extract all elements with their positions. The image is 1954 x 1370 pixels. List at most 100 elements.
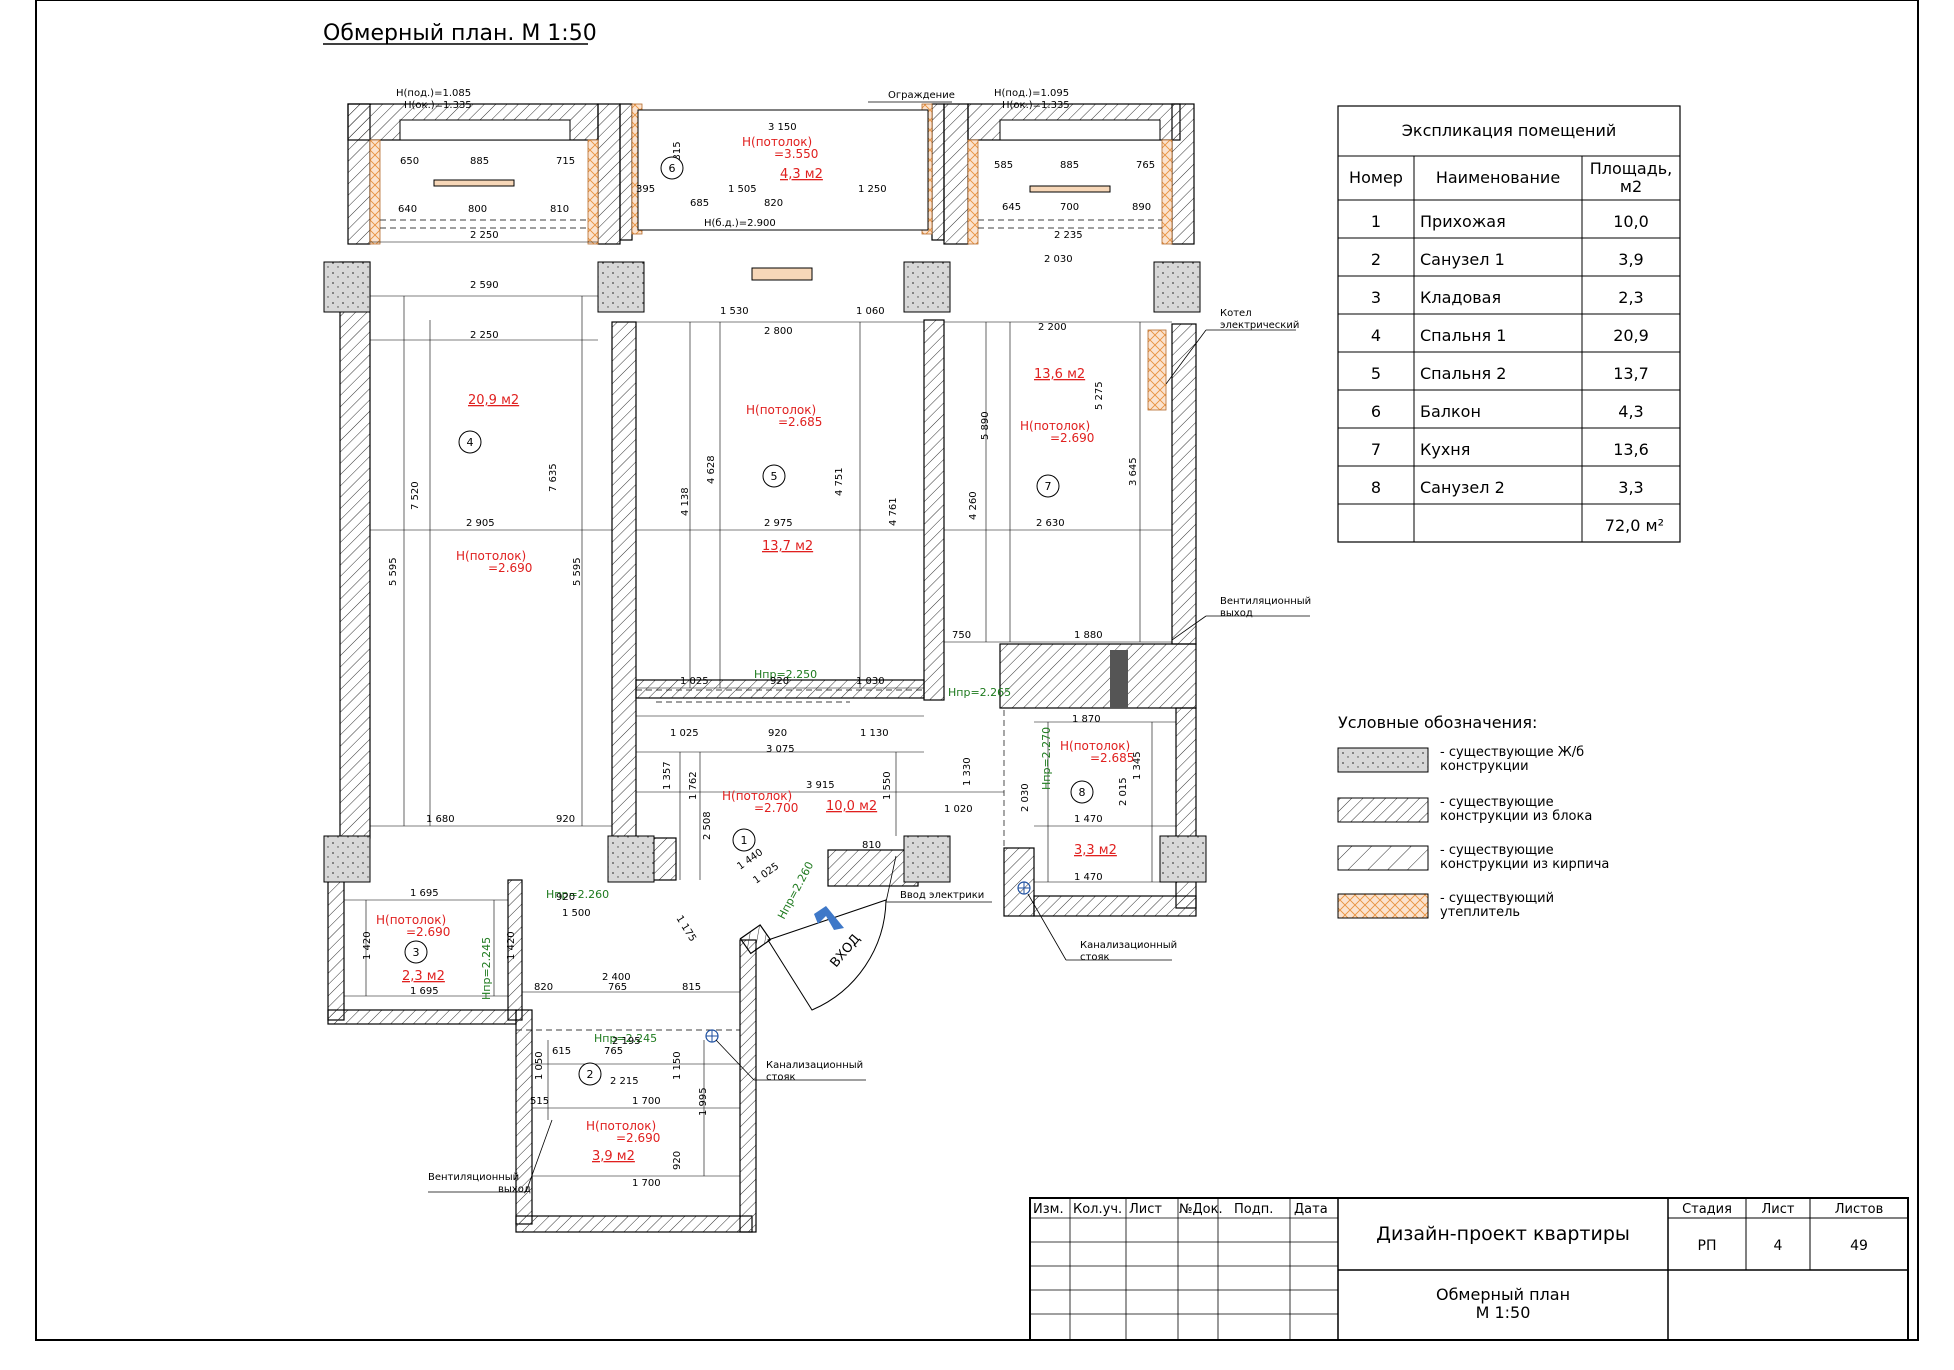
svg-text:2 250: 2 250: [470, 230, 499, 241]
sewer-riser-icon: [705, 1029, 719, 1043]
vent-label-2: выход: [1220, 608, 1253, 619]
svg-text:4 260: 4 260: [968, 491, 979, 520]
room-marker-3: 3: [404, 940, 428, 964]
room-marker-6: 6: [660, 156, 684, 180]
svg-text:1 530: 1 530: [720, 306, 749, 317]
svg-text:890: 890: [1132, 202, 1151, 213]
room-area: 20,9 м2: [468, 393, 519, 408]
legend-label: - существующий: [1440, 891, 1554, 906]
svg-text:1 030: 1 030: [856, 676, 885, 687]
legend-swatch-brick: [1337, 845, 1429, 871]
svg-text:1 420: 1 420: [506, 931, 517, 960]
concrete-columns: [323, 261, 1207, 883]
svg-text:1 700: 1 700: [632, 1096, 661, 1107]
room-marker-2: 2: [578, 1062, 602, 1086]
room-area: 2,3 м2: [402, 969, 445, 984]
entrance-label: ВХОД: [828, 932, 864, 971]
drawing-name-2: М 1:50: [1476, 1303, 1531, 1322]
room-area: 3,3 м2: [1074, 843, 1117, 858]
svg-text:750: 750: [952, 630, 971, 641]
legend-swatch-insulation: [1337, 893, 1429, 919]
window-sill-height-left: H(под.)=1.085: [396, 88, 471, 99]
door-height: Hпр=2.260: [775, 860, 816, 922]
entrance-door-swing: [767, 899, 887, 1011]
svg-text:7 520: 7 520: [410, 481, 421, 510]
sewer-label-2: стояк: [1080, 952, 1110, 963]
svg-text:640: 640: [398, 204, 417, 215]
column-header: Наименование: [1436, 168, 1560, 187]
room-area: 13,7 м2: [762, 539, 813, 554]
svg-text:H(потолок): H(потолок): [586, 1119, 656, 1133]
legend-swatch-block: [1337, 797, 1429, 823]
room-area: 3,9 м2: [592, 1149, 635, 1164]
svg-text:810: 810: [550, 204, 569, 215]
svg-text:=2.690: =2.690: [616, 1131, 660, 1145]
sheets-value: 49: [1850, 1238, 1868, 1254]
svg-text:5: 5: [771, 470, 778, 483]
svg-text:920: 920: [770, 676, 789, 687]
entrance-arrow-icon: [814, 906, 844, 930]
svg-text:815: 815: [682, 982, 701, 993]
svg-text:=3.550: =3.550: [774, 147, 818, 161]
svg-text:1 500: 1 500: [562, 908, 591, 919]
room-markers: 6 4 5 7 1 8 3: [404, 156, 1094, 1086]
explication-title: Экспликация помещений: [1402, 121, 1617, 140]
room-area: 10,0 м2: [826, 799, 877, 814]
tb-header: Изм.: [1033, 1202, 1064, 1217]
room-area-value: 10,0: [1613, 212, 1649, 231]
svg-text:6: 6: [669, 162, 676, 175]
svg-text:3 915: 3 915: [806, 780, 835, 791]
svg-text:1 680: 1 680: [426, 814, 455, 825]
room-area-value: 4,3: [1618, 402, 1643, 421]
svg-text:3 645: 3 645: [1128, 457, 1139, 486]
svg-text:1 020: 1 020: [944, 804, 973, 815]
svg-text:765: 765: [1136, 160, 1155, 171]
project-name: Дизайн-проект квартиры: [1376, 1223, 1630, 1245]
legend-label: - существующие Ж/б: [1440, 745, 1584, 760]
room-marker-8: 8: [1070, 780, 1094, 804]
door-height: Hпр=2.265: [948, 686, 1011, 699]
svg-text:800: 800: [468, 204, 487, 215]
svg-text:8: 8: [1079, 786, 1086, 799]
svg-text:1 150: 1 150: [672, 1051, 683, 1080]
room-area-value: 13,7: [1613, 364, 1649, 383]
svg-text:1 330: 1 330: [962, 757, 973, 786]
svg-text:810: 810: [862, 840, 881, 851]
door-height: Hпр=2.250: [754, 668, 817, 681]
floor-plan: ВХОД H(под.)=1.: [323, 88, 1311, 1233]
window-height-right: H(ок.)=1.335: [1002, 100, 1070, 111]
svg-text:2 800: 2 800: [764, 326, 793, 337]
sheet-frame: [35, 0, 1919, 1341]
room-area: 13,6 м2: [1034, 367, 1085, 382]
svg-text:1 880: 1 880: [1074, 630, 1103, 641]
svg-text:H(потолок): H(потолок): [746, 403, 816, 417]
room-marker-1: 1: [732, 828, 756, 852]
room-area: 4,3 м2: [780, 167, 823, 182]
svg-text:5 595: 5 595: [572, 557, 583, 586]
sheet-title: Обмерный план. М 1:50: [323, 21, 597, 46]
svg-text:4 751: 4 751: [834, 467, 845, 496]
svg-text:1 470: 1 470: [1074, 814, 1103, 825]
door-heights: Hпр=2.250 Hпр=2.265 Hпр=2.260 Hпр=2.245 …: [480, 668, 1053, 1045]
windows: [399, 109, 1161, 281]
svg-text:920: 920: [556, 892, 575, 903]
svg-text:5 595: 5 595: [388, 557, 399, 586]
room-name: Кухня: [1420, 440, 1470, 459]
room-number: 5: [1371, 364, 1381, 383]
svg-text:820: 820: [534, 982, 553, 993]
svg-text:H(потолок): H(потолок): [742, 135, 812, 149]
svg-text:3 150: 3 150: [768, 122, 797, 133]
legend-label: конструкции: [1440, 759, 1529, 774]
svg-text:1 357: 1 357: [662, 761, 673, 790]
sheet-value: 4: [1774, 1238, 1783, 1254]
dimension-values: 3 150 1 315 1 505 820 1 250 395 685 650 …: [362, 122, 1155, 1189]
svg-text:1 700: 1 700: [632, 1178, 661, 1189]
svg-text:1 050: 1 050: [534, 1051, 545, 1080]
room-area-value: 3,9: [1618, 250, 1643, 269]
svg-text:515: 515: [530, 1096, 549, 1107]
svg-text:1 870: 1 870: [1072, 714, 1101, 725]
column-header-area: Площадь,: [1590, 159, 1673, 178]
tb-header: Дата: [1294, 1202, 1328, 1217]
